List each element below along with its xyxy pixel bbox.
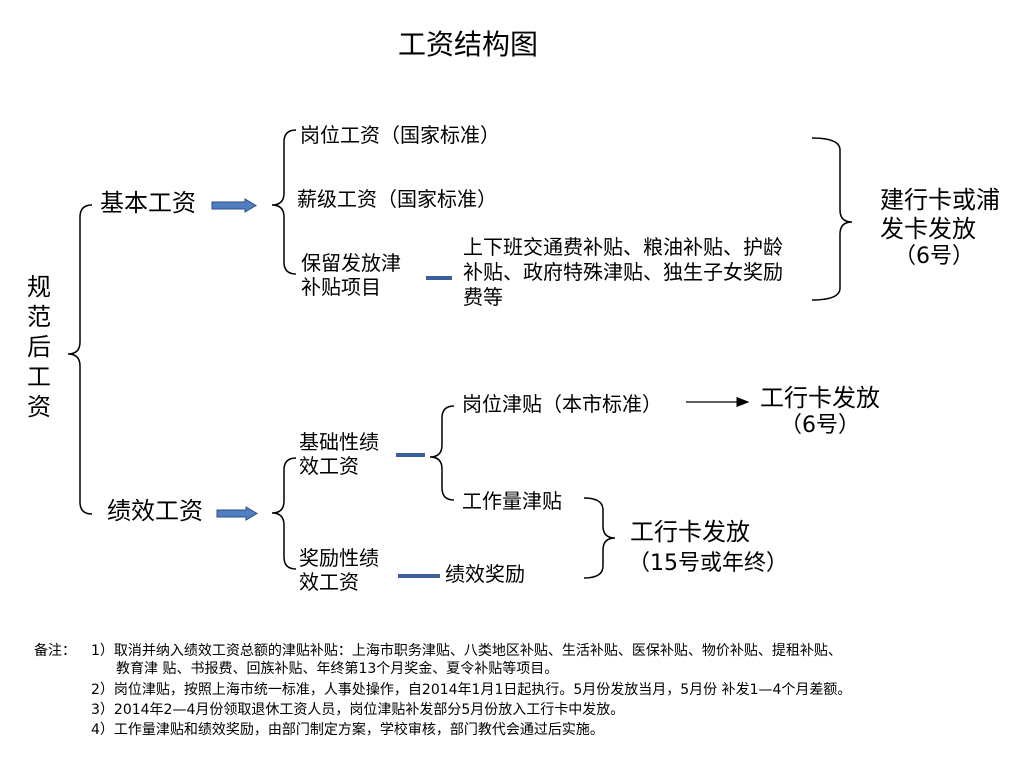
workload-payment-brace <box>583 497 616 579</box>
retained-detail-line: 上下班交通费补贴、粮油补贴、护龄 <box>463 235 783 259</box>
basic-payment-line: （6号） <box>894 243 974 269</box>
retained-detail: 上下班交通费补贴、粮油补贴、护龄 补贴、政府特殊津贴、独生子女奖励 费等 <box>463 235 783 310</box>
basic-performance-line: 效工资 <box>299 454 359 478</box>
retained-detail-line: 费等 <box>463 285 503 309</box>
basic-payment-line: 建行卡或浦 <box>880 186 1000 214</box>
note-item: 教育津 贴、书报费、回族补贴、年终第13个月奖金、夏令补贴等项目。 <box>116 661 559 677</box>
root-char: 后 <box>27 333 51 361</box>
basic-brace <box>271 129 297 275</box>
note-item: 1）取消并纳入绩效工资总额的津贴补贴：上海市职务津贴、八类地区补贴、生活补贴、医… <box>91 643 842 659</box>
position-payment-line: （6号） <box>780 412 860 438</box>
basic-performance-line: 基础性绩 <box>299 430 379 454</box>
note-item: 3）2014年2—4月份领取退休工资人员，岗位津贴补发部分5月份放入工行卡中发放… <box>91 702 625 718</box>
workload-payment-line: （15号或年终） <box>628 550 788 576</box>
performance-brace <box>271 457 297 570</box>
basic-payment: 建行卡或浦 发卡发放 （6号） <box>880 186 1000 270</box>
root-char: 工 <box>27 363 51 391</box>
basic-block-arrow <box>211 198 257 213</box>
performance-block-arrow <box>216 506 258 521</box>
retained-detail-line: 补贴、政府特殊津贴、独生子女奖励 <box>463 260 783 284</box>
reward-performance-line: 效工资 <box>299 570 359 594</box>
position-salary: 岗位工资（国家标准） <box>300 123 500 147</box>
root-char: 资 <box>27 393 51 421</box>
position-allowance: 岗位津贴（本市标准） <box>462 392 662 416</box>
basic-perf-brace <box>429 405 455 501</box>
root-brace <box>67 204 93 515</box>
position-payment: 工行卡发放 （6号） <box>760 384 880 439</box>
grade-salary: 薪级工资（国家标准） <box>297 187 497 211</box>
reward-performance-line: 奖励性绩 <box>299 546 379 570</box>
basic-salary-label: 基本工资 <box>100 189 196 217</box>
retained-items-line: 保留发放津 <box>301 251 401 275</box>
workload-allowance: 工作量津贴 <box>462 489 562 513</box>
reward-performance-salary: 奖励性绩 效工资 <box>299 546 379 594</box>
workload-payment: 工行卡发放 （15号或年终） <box>628 518 788 577</box>
root-label: 规 范 后 工 资 <box>24 272 54 422</box>
basic-performance-salary: 基础性绩 效工资 <box>299 430 379 478</box>
root-char: 范 <box>27 303 51 331</box>
note-item: 2）岗位津贴，按照上海市统一标准，人事处操作，自2014年1月1日起执行。5月份… <box>91 682 852 698</box>
retained-items: 保留发放津 补贴项目 <box>301 251 401 299</box>
notes-label: 备注： <box>34 643 76 659</box>
root-char: 规 <box>27 273 51 301</box>
retained-items-line: 补贴项目 <box>301 275 381 299</box>
performance-salary-label: 绩效工资 <box>107 497 203 525</box>
position-payment-line: 工行卡发放 <box>760 384 880 412</box>
basic-payment-brace <box>811 137 853 301</box>
diagram-title: 工资结构图 <box>398 28 539 61</box>
basic-payment-line: 发卡发放 <box>880 214 976 243</box>
workload-payment-line: 工行卡发放 <box>630 518 750 546</box>
performance-reward: 绩效奖励 <box>445 562 525 586</box>
note-item: 4）工作量津贴和绩效奖励，由部门制定方案，学校审核，部门教代会通过后实施。 <box>91 722 604 738</box>
